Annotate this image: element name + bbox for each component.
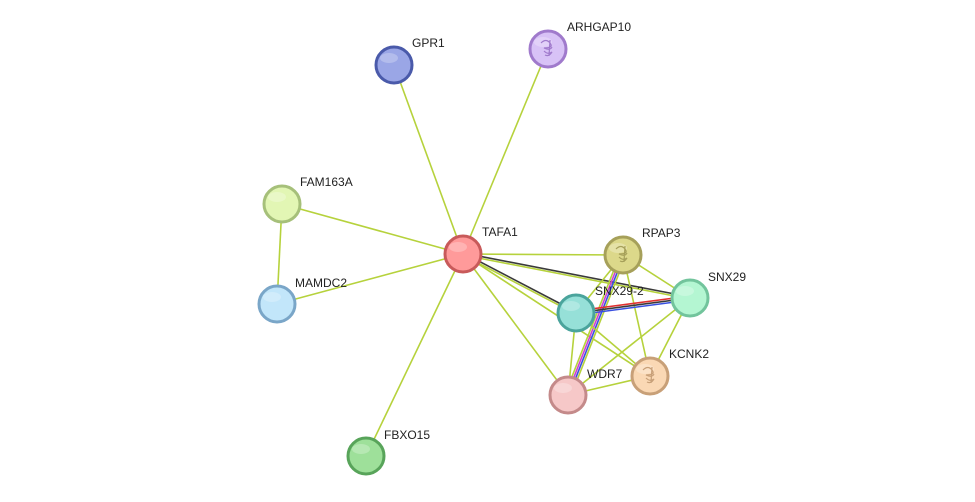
edge-tafa1-kcnk2: [462, 253, 651, 377]
node-highlight: [380, 53, 398, 63]
edge-tafa1-rpap3: [462, 253, 624, 256]
node-circle[interactable]: [443, 234, 483, 274]
node-label: FBXO15: [384, 428, 430, 442]
protein-structure-icon: [615, 245, 628, 263]
edge-line: [564, 253, 621, 395]
node-highlight: [268, 192, 286, 202]
node-highlight: [554, 383, 572, 393]
node-label: SNX29: [708, 270, 746, 284]
edge-line: [365, 253, 464, 457]
node-circle[interactable]: [374, 45, 414, 85]
node-label: RPAP3: [642, 226, 681, 240]
edge-tafa1-snx29-2: [462, 252, 577, 315]
node-tafa1[interactable]: TAFA1: [443, 225, 518, 274]
node-circle[interactable]: [548, 375, 588, 415]
node-gpr1[interactable]: GPR1: [374, 36, 445, 85]
node-label: ARHGAP10: [567, 20, 631, 34]
node-highlight: [676, 286, 694, 296]
edge-line: [393, 64, 464, 255]
node-label: FAM163A: [300, 175, 353, 189]
node-snx29[interactable]: SNX29: [670, 270, 746, 318]
edge-snx29-wdr7: [567, 297, 691, 396]
node-highlight: [263, 292, 281, 302]
edge-line: [462, 253, 651, 377]
edge-line: [463, 252, 577, 313]
edge-tafa1-gpr1: [393, 64, 464, 255]
edge-tafa1-fbxo15: [365, 253, 464, 457]
node-circle[interactable]: [670, 278, 710, 318]
node-circle[interactable]: [257, 284, 297, 324]
node-mamdc2[interactable]: MAMDC2: [257, 276, 347, 324]
edge-tafa1-wdr7: [462, 253, 569, 396]
node-highlight: [449, 242, 467, 252]
edge-rpap3-wdr7: [564, 253, 627, 397]
edge-line: [462, 254, 576, 315]
edge-line: [462, 253, 624, 256]
node-snx29-2[interactable]: SNX29-2: [556, 284, 644, 333]
edge-line: [463, 252, 691, 298]
node-fbxo15[interactable]: FBXO15: [346, 428, 430, 476]
node-label: WDR7: [587, 367, 623, 381]
node-highlight: [352, 444, 370, 454]
edge-line: [462, 254, 690, 300]
node-label: KCNK2: [669, 347, 709, 361]
edge-line: [276, 253, 464, 305]
edge-line: [462, 48, 549, 255]
node-label: SNX29-2: [595, 284, 644, 298]
edge-tafa1-mamdc2: [276, 253, 464, 305]
node-label: TAFA1: [482, 225, 518, 239]
edge-tafa1-fam163a: [281, 203, 464, 255]
node-rpap3[interactable]: RPAP3: [603, 226, 681, 275]
edge-line: [568, 255, 625, 396]
node-highlight: [562, 301, 580, 311]
edge-line: [566, 254, 623, 395]
node-label: GPR1: [412, 36, 445, 50]
edge-line: [281, 203, 464, 255]
node-circle[interactable]: [262, 184, 302, 224]
node-kcnk2[interactable]: KCNK2: [630, 347, 709, 396]
node-fam163a[interactable]: FAM163A: [262, 175, 353, 224]
edge-rpap3-kcnk2: [622, 254, 651, 377]
edge-tafa1-arhgap10: [462, 48, 549, 255]
node-circle[interactable]: [346, 436, 386, 476]
protein-structure-icon: [540, 39, 553, 57]
node-arhgap10[interactable]: ARHGAP10: [528, 20, 631, 69]
edge-line: [622, 254, 651, 377]
edge-line: [567, 297, 691, 396]
edge-line: [570, 255, 627, 397]
edge-tafa1-snx29: [462, 252, 691, 300]
node-circle[interactable]: [556, 293, 596, 333]
protein-structure-icon: [642, 366, 655, 384]
node-label: MAMDC2: [295, 276, 347, 290]
node-wdr7[interactable]: WDR7: [548, 367, 623, 415]
edge-line: [462, 253, 569, 396]
